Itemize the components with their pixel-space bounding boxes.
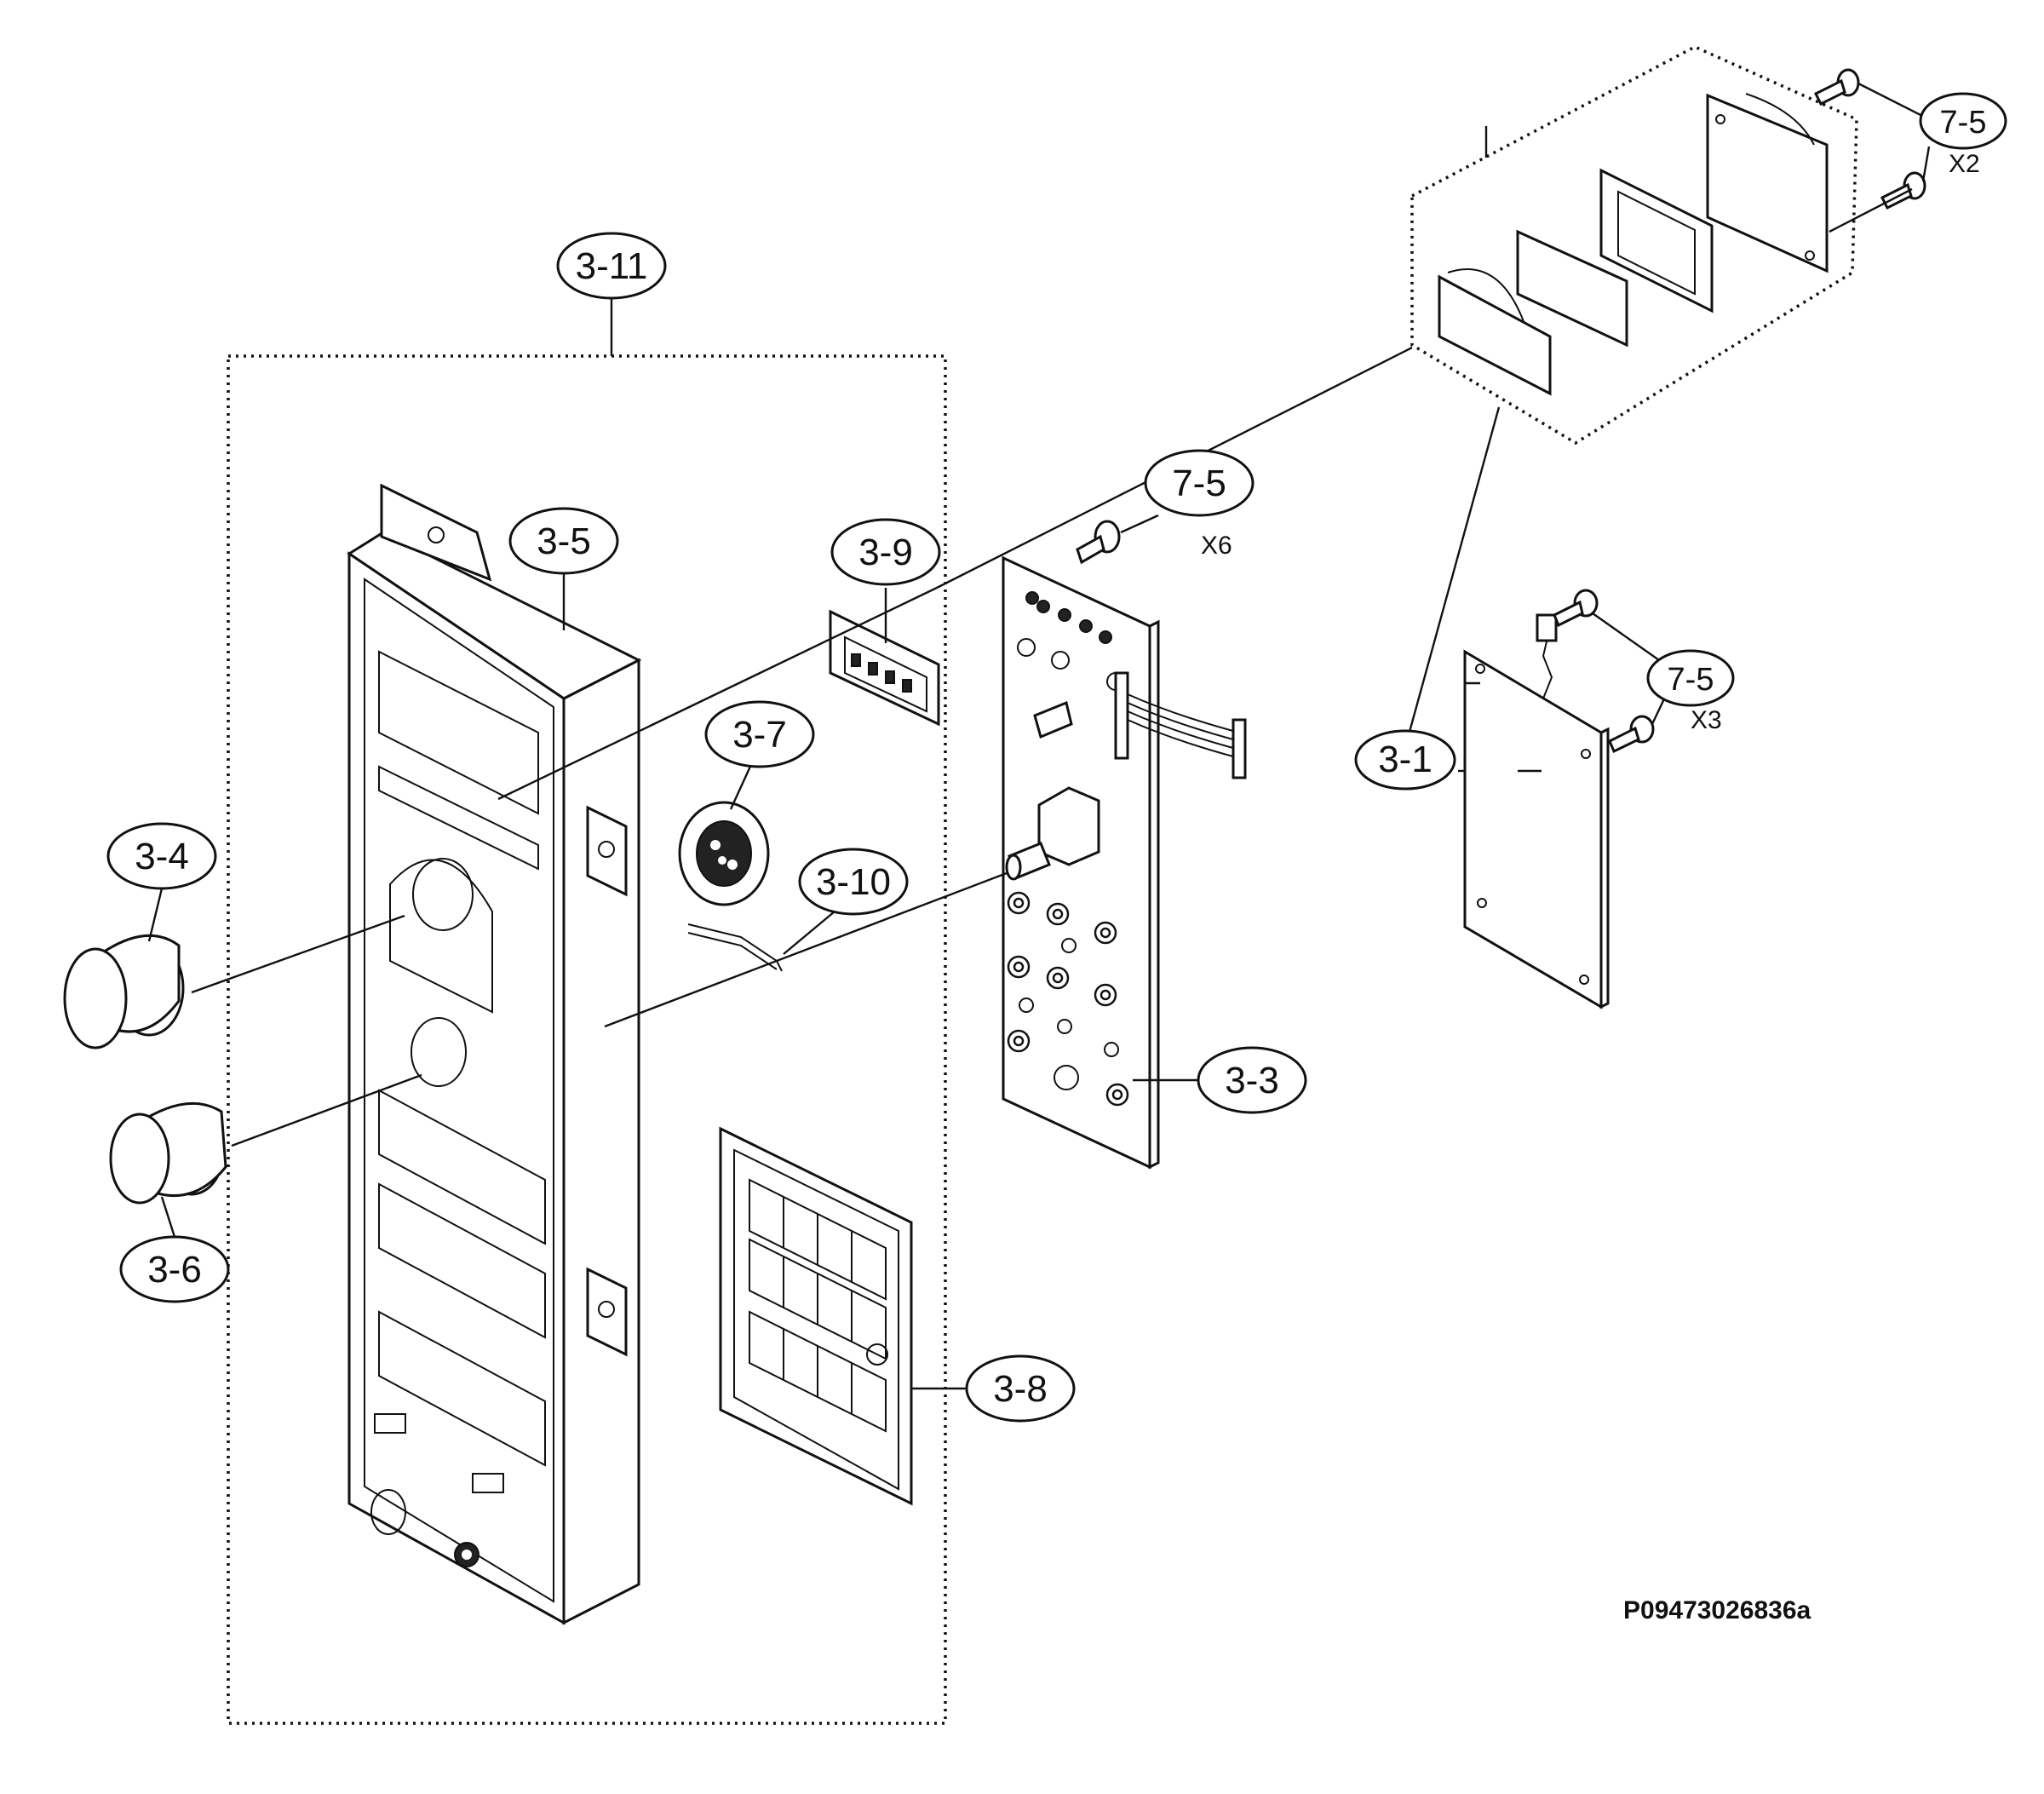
leader-3-4: [147, 888, 164, 942]
svg-text:3-9: 3-9: [858, 532, 913, 573]
leader-7-5-display-b: [1921, 146, 1931, 182]
display-assembly-boundary: [1410, 45, 1858, 446]
spring-clip-3-10: [687, 923, 783, 972]
indicator-3-9: [829, 609, 940, 727]
svg-text:3-5: 3-5: [537, 520, 591, 562]
callout-3-8: 3-8: [965, 1354, 1076, 1423]
drawing-code: P09473026836a: [1623, 1596, 1811, 1624]
svg-text:7-5: 7-5: [1940, 105, 1987, 141]
svg-text:3-6: 3-6: [147, 1249, 202, 1291]
svg-text:7-5: 7-5: [1668, 662, 1714, 698]
leader-7-5-display-a: [1857, 82, 1930, 121]
screw-display-top: [1813, 68, 1860, 106]
svg-text:3-10: 3-10: [816, 861, 891, 903]
leader-3-1-to-display: [1405, 406, 1501, 742]
display-assembly: [1438, 93, 1829, 396]
screw-pcb-top: [1553, 589, 1599, 628]
keypad-3-8: [719, 1126, 913, 1506]
leader-board-to-frame: [604, 871, 1008, 1028]
callout-3-7: 3-7: [704, 700, 815, 768]
leader-display-to-frame: [497, 586, 938, 801]
control-board-3-3: [1002, 555, 1247, 1170]
callout-7-5-board: 7-5: [1144, 449, 1255, 517]
leader-3-10: [783, 911, 835, 955]
leader-knob-3-4: [191, 914, 405, 994]
callout-3-9: 3-9: [830, 518, 941, 586]
quantity-x6: X6: [1201, 532, 1232, 560]
screw-pcb-bottom: [1608, 715, 1655, 754]
svg-text:3-7: 3-7: [732, 714, 787, 756]
svg-text:7-5: 7-5: [1172, 463, 1226, 504]
svg-text:3-4: 3-4: [135, 836, 189, 877]
callout-3-4: 3-4: [106, 822, 217, 890]
leader-7-5-board: [1120, 514, 1159, 534]
leader-7-5-pcb-a: [1592, 612, 1668, 667]
screw-display-bottom: [1880, 171, 1926, 210]
quantity-x3: X3: [1691, 706, 1722, 734]
svg-text:3-1: 3-1: [1378, 739, 1433, 780]
callout-3-11: 3-11: [556, 232, 667, 300]
quantity-x2: X2: [1949, 150, 1980, 178]
knob-3-7: [678, 801, 770, 906]
callout-7-5-pcb: 7-5: [1646, 649, 1735, 707]
callout-3-5: 3-5: [508, 507, 619, 575]
callout-3-10: 3-10: [798, 848, 909, 916]
knob-3-6: [109, 1101, 227, 1205]
svg-text:3-3: 3-3: [1225, 1060, 1279, 1101]
svg-text:3-11: 3-11: [576, 245, 648, 287]
svg-text:3-8: 3-8: [993, 1368, 1048, 1410]
pcb-3-1: [1463, 613, 1610, 1009]
leader-3-6: [160, 1196, 176, 1238]
callout-3-6: 3-6: [119, 1235, 230, 1303]
callout-7-5-display: 7-5: [1919, 92, 2007, 150]
callout-3-3: 3-3: [1197, 1046, 1307, 1114]
control-panel-frame: [347, 483, 642, 1625]
leader-display-plate: [1829, 187, 1913, 233]
knob-3-4: [63, 934, 185, 1049]
callout-3-1: 3-1: [1354, 729, 1456, 791]
leader-knob-3-6: [231, 1073, 422, 1147]
screw-board: [1076, 520, 1121, 565]
